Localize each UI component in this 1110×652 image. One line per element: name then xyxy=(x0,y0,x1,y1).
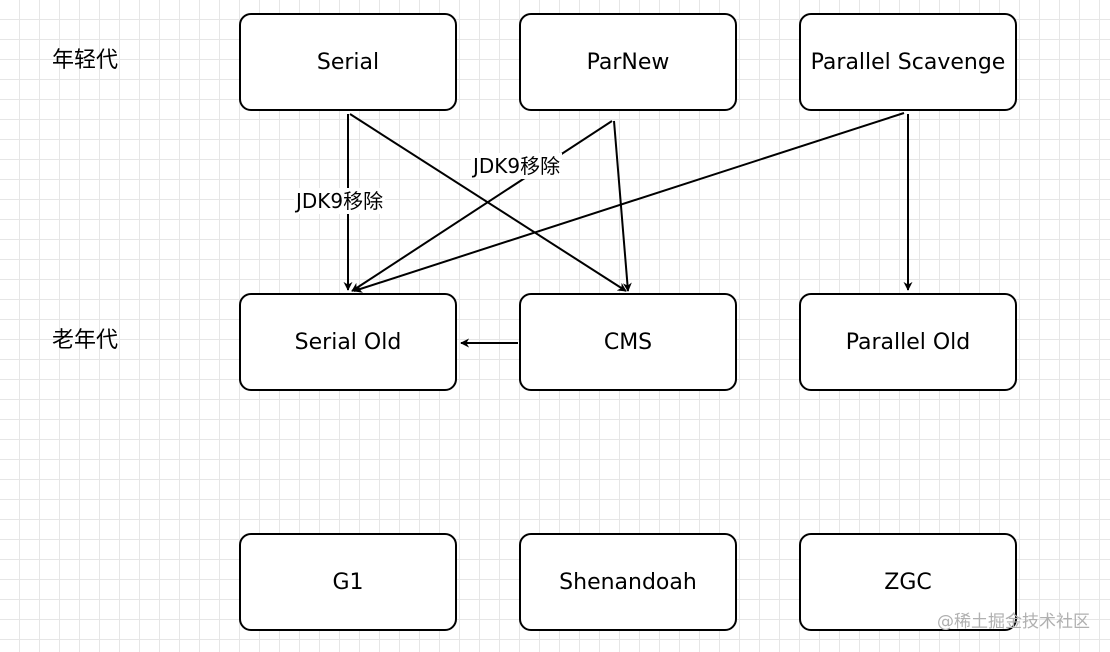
row-label-young-generation: 年轻代 xyxy=(52,48,119,73)
edge-label-serial-serial-old: JDK9移除 xyxy=(294,188,386,214)
node-shenandoah[interactable]: Shenandoah xyxy=(519,533,737,631)
edge-parnew-to-serial-old xyxy=(351,120,613,292)
edge-parnew-to-cms xyxy=(613,120,632,292)
edge-label-parnew-serial-old: JDK9移除 xyxy=(471,153,563,179)
node-parallel-old[interactable]: Parallel Old xyxy=(799,293,1017,391)
node-parallel-scavenge[interactable]: Parallel Scavenge xyxy=(799,13,1017,111)
node-zgc[interactable]: ZGC xyxy=(799,533,1017,631)
edge-parallel-scavenge-to-serial-old xyxy=(353,112,905,293)
node-serial[interactable]: Serial xyxy=(239,13,457,111)
node-serial-old[interactable]: Serial Old xyxy=(239,293,457,391)
node-cms[interactable]: CMS xyxy=(519,293,737,391)
node-g1[interactable]: G1 xyxy=(239,533,457,631)
node-parnew[interactable]: ParNew xyxy=(519,13,737,111)
watermark-text: @稀土掘金技术社区 xyxy=(937,612,1090,632)
row-label-old-generation: 老年代 xyxy=(52,328,119,353)
